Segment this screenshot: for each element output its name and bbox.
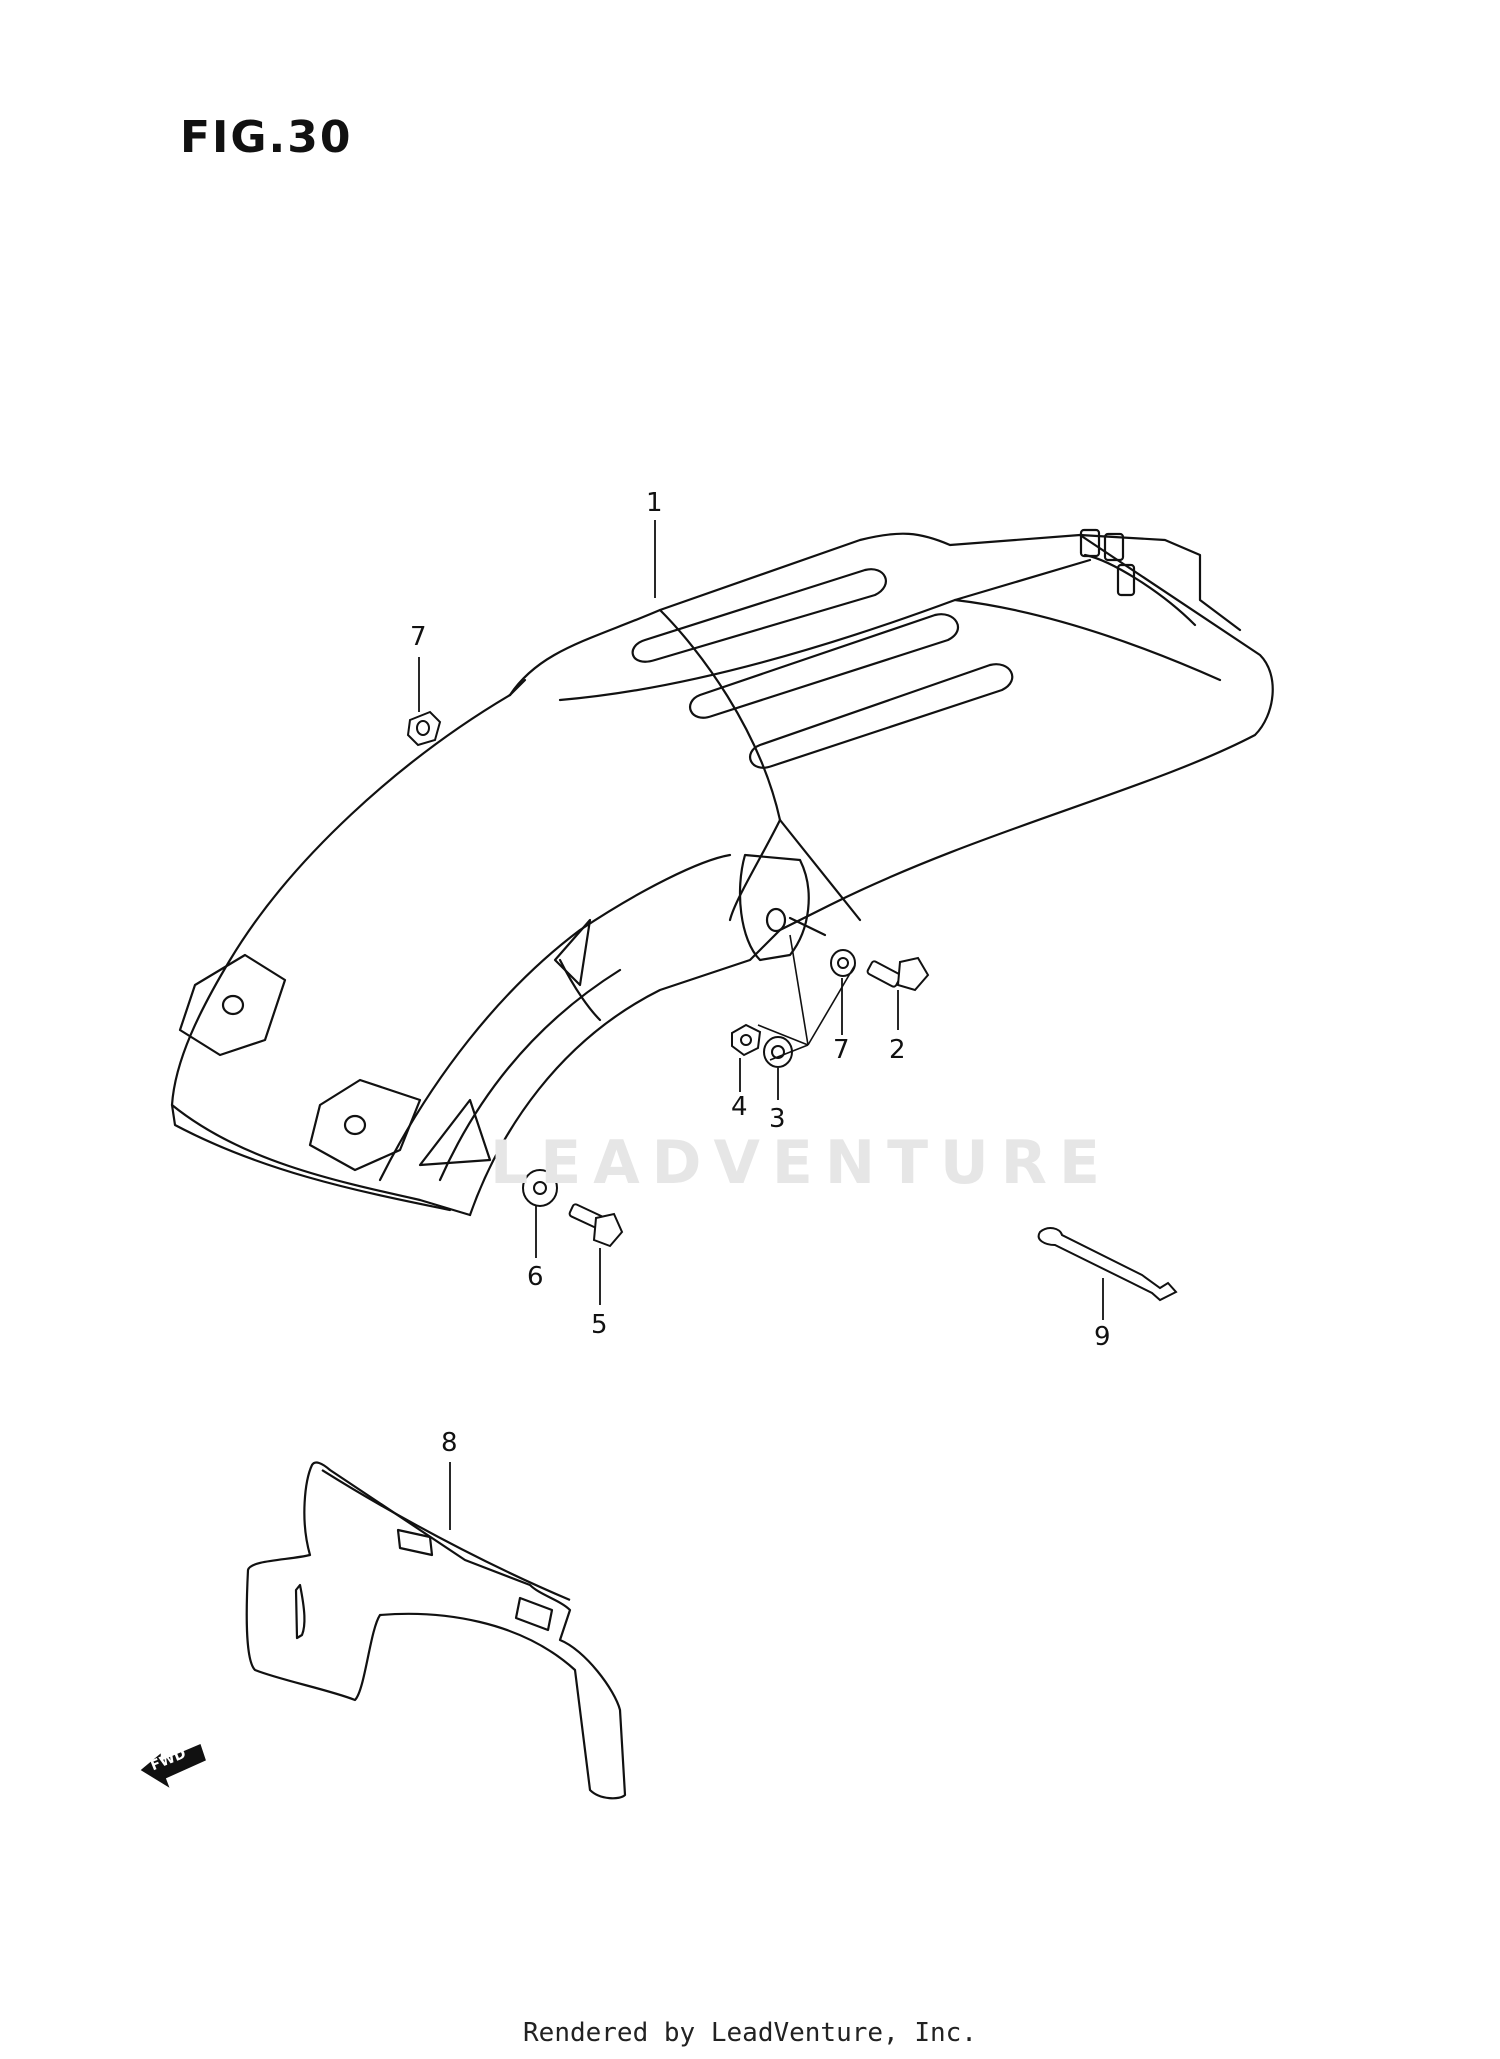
fwd-arrow-icon (142, 1745, 205, 1786)
assembly-guide-lines (758, 935, 855, 1060)
callout-2: 2 (889, 1035, 906, 1065)
callout-7-right: 7 (833, 1035, 850, 1065)
bolt-2 (867, 958, 928, 990)
figure-title: FIG.30 (180, 112, 353, 163)
callout-7-upper: 7 (410, 622, 427, 652)
callout-4: 4 (731, 1092, 748, 1122)
callout-5: 5 (591, 1310, 608, 1340)
callout-8: 8 (441, 1428, 458, 1458)
rear-fender (172, 530, 1273, 1215)
license-plate-bracket (247, 1463, 625, 1799)
bolt-5 (569, 1203, 622, 1246)
tool-wrench (1039, 1228, 1176, 1300)
footer-credit: Rendered by LeadVenture, Inc. (523, 2018, 977, 2048)
callout-1: 1 (646, 488, 663, 518)
callout-3: 3 (769, 1104, 786, 1134)
watermark: LEADVENTURE (490, 1128, 1112, 1198)
callout-6: 6 (527, 1262, 544, 1292)
callout-9: 9 (1094, 1322, 1111, 1352)
callout-leaders (419, 520, 1103, 1530)
